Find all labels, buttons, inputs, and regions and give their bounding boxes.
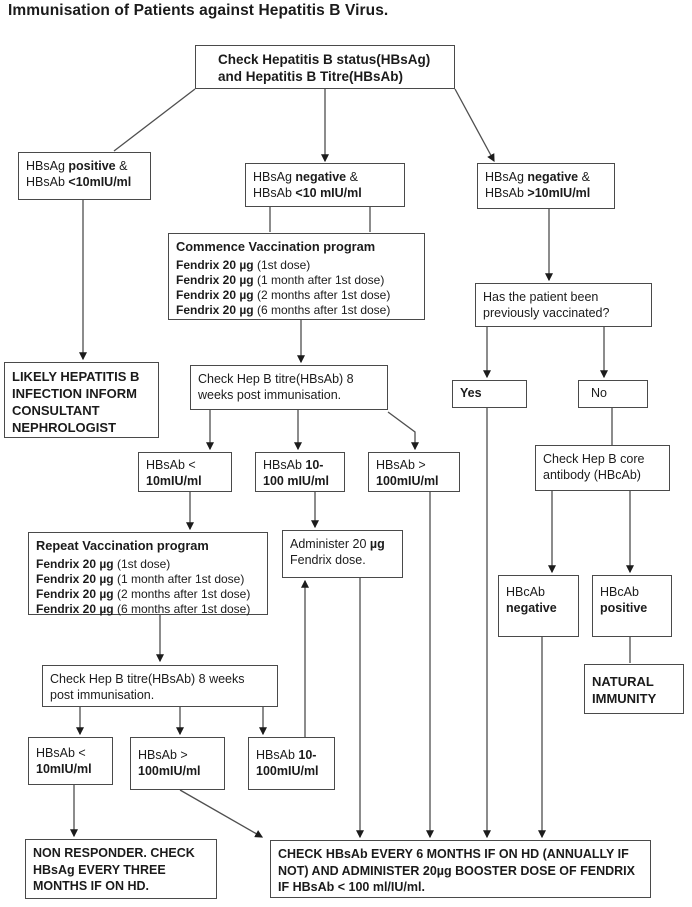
node-yes: Yes [452, 380, 527, 408]
node-final-check-booster: CHECK HBsAb EVERY 6 MONTHS IF ON HD (ANN… [270, 840, 651, 898]
node-hbcab-negative: HBcAb negative [498, 575, 579, 637]
node-non-responder: NON RESPONDER. CHECK HBsAg EVERY THREE M… [25, 839, 217, 899]
node-hbcab-positive: HBcAb positive [592, 575, 672, 637]
node-no: No [578, 380, 648, 408]
node-natural-immunity: NATURAL IMMUNITY [584, 664, 684, 714]
node-mid-hbsab-lt10: HBsAb < 10mIU/ml [138, 452, 232, 492]
node-commence-vaccination-program: Commence Vaccination program Fendrix 20 … [168, 233, 425, 320]
page-title: Immunisation of Patients against Hepatit… [8, 2, 389, 19]
edge-titre1-to-gt100 [387, 411, 419, 451]
node-repeat-vaccination-program: Repeat Vaccination program Fendrix 20 µg… [28, 532, 268, 616]
node-mid-hbsab-gt100: HBsAb > 100mIU/ml [368, 452, 460, 492]
node-check-titre-2: Check Hep B titre(HBsAb) 8 weeks post im… [42, 665, 278, 707]
node-bot-hbsab-gt100: HBsAb > 100mIU/ml [130, 737, 225, 790]
node-hbsag-negative-high-titre: HBsAg negative & HBsAb >10mIU/ml [477, 163, 615, 209]
node-mid-hbsab-10-100: HBsAb 10- 100 mIU/ml [255, 452, 345, 492]
node-check-titre-1: Check Hep B titre(HBsAb) 8 weeks post im… [190, 365, 388, 410]
node-previously-vaccinated-question: Has the patient been previously vaccinat… [475, 283, 652, 327]
node-likely-hepatitis-b-infection: LIKELY HEPATITIS B INFECTION INFORM CONS… [4, 362, 159, 438]
node-hbsag-negative-low-titre: HBsAg negative & HBsAb <10 mIU/ml [245, 163, 405, 207]
edge-botgt100-to-final [179, 789, 264, 838]
node-administer-fendrix: Administer 20 µg Fendrix dose. [282, 530, 403, 578]
node-check-hbcab: Check Hep B core antibody (HBcAb) [535, 445, 670, 491]
node-hbsag-positive: HBsAg positive & HBsAb <10mIU/ml [18, 152, 151, 200]
node-bot-hbsab-10-100: HBsAb 10- 100mIU/ml [248, 737, 335, 790]
edge-status-to-positive [113, 88, 196, 152]
edge-status-to-negative-high [454, 88, 495, 163]
node-bot-hbsab-lt10: HBsAb < 10mIU/ml [28, 737, 113, 785]
node-check-hep-b-status: Check Hepatitis B status(HBsAg) and Hepa… [195, 45, 455, 89]
